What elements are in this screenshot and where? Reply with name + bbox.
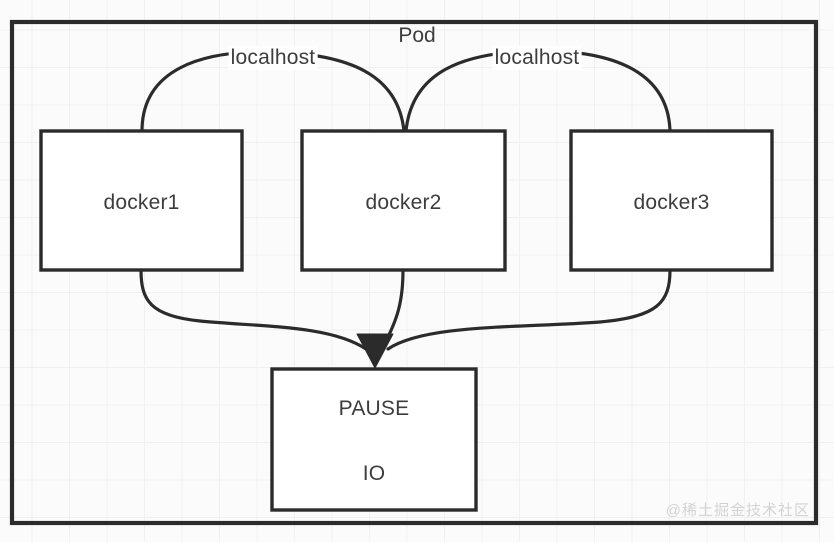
pod-title-label: Pod — [398, 24, 436, 47]
node-label-pause: PAUSE — [338, 397, 410, 420]
node-docker3-rect[interactable] — [569, 129, 774, 272]
edge-docker1-pause-path — [139, 268, 368, 351]
watermark-label: @稀土掘金技术社区 — [665, 502, 810, 519]
node-label-docker3: docker3 — [633, 191, 710, 214]
node-label-pause-io: IO — [362, 462, 386, 485]
edge-label-localhost-right: localhost — [492, 46, 582, 70]
pod-container-border — [9, 19, 819, 526]
arrow-head-icon — [356, 333, 394, 369]
node-docker1-rect[interactable] — [39, 129, 244, 272]
node-pause-rect[interactable] — [270, 367, 478, 512]
node-label-docker1: docker1 — [103, 191, 180, 214]
edge-label-localhost-left: localhost — [228, 46, 318, 70]
node-label-docker2: docker2 — [365, 191, 442, 214]
edge-docker3-pause-path — [386, 268, 672, 351]
node-docker2-rect[interactable] — [300, 129, 507, 272]
